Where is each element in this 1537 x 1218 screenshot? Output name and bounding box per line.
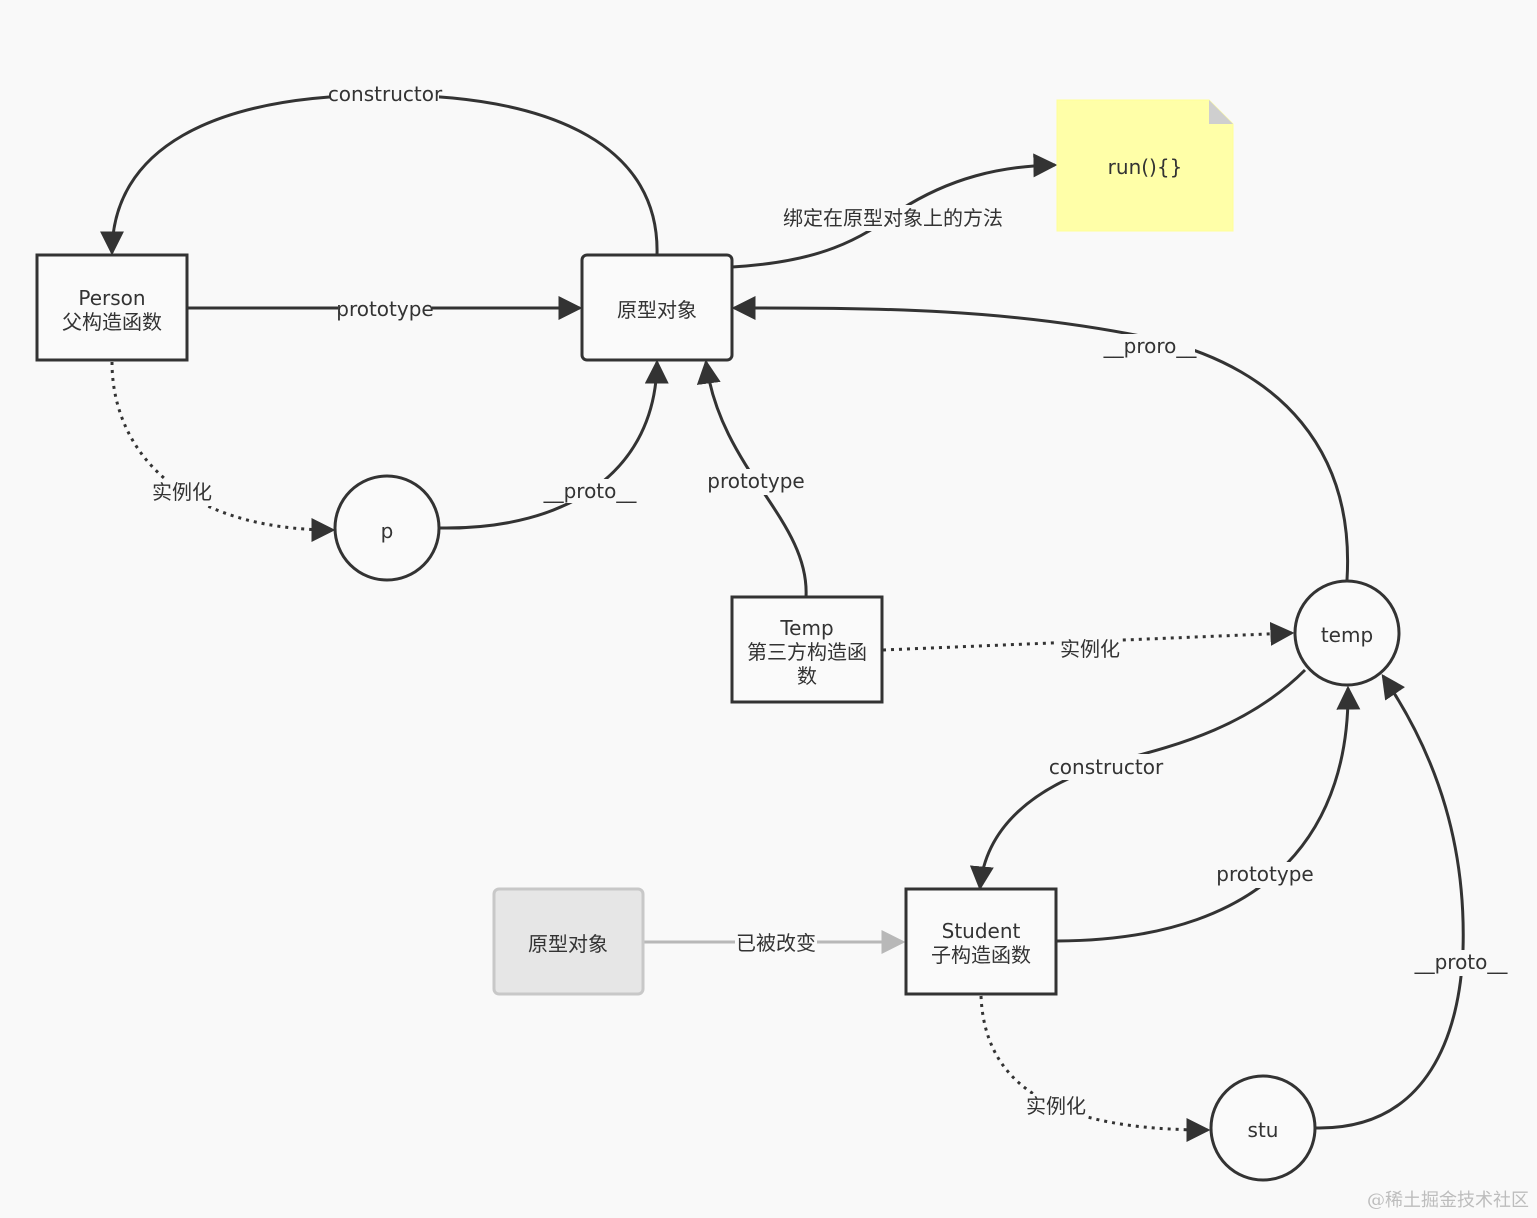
svg-text:__proro__: __proro__ bbox=[1103, 334, 1198, 358]
edge-temp-proro bbox=[731, 296, 1350, 581]
svg-text:p: p bbox=[381, 519, 394, 543]
svg-text:实例化: 实例化 bbox=[1060, 637, 1120, 661]
svg-text:实例化: 实例化 bbox=[152, 480, 212, 504]
svg-text:Temp: Temp bbox=[779, 616, 833, 640]
watermark: @稀土掘金技术社区 bbox=[1367, 1190, 1529, 1211]
svg-text:数: 数 bbox=[797, 664, 817, 688]
svg-text:__proto__: __proto__ bbox=[1414, 950, 1509, 974]
node-p: p bbox=[333, 474, 441, 582]
svg-text:constructor: constructor bbox=[328, 82, 443, 106]
node-person: Person 父构造函数 bbox=[35, 253, 189, 362]
node-student: Student 子构造函数 bbox=[904, 887, 1058, 996]
edge-student-prototype bbox=[1056, 685, 1361, 943]
node-prototype-object: 原型对象 bbox=[580, 253, 734, 362]
edge-student-instantiate bbox=[979, 995, 1211, 1142]
edge-label-person-constructor: constructor bbox=[328, 82, 443, 106]
edge-label-person-prototype: prototype bbox=[336, 297, 434, 321]
node-old-prototype-object: 原型对象 bbox=[492, 887, 645, 996]
edge-label-temp-constructor: constructor bbox=[1049, 754, 1164, 780]
edge-label-changed: 已被改变 bbox=[735, 930, 817, 956]
svg-text:temp: temp bbox=[1321, 623, 1373, 647]
svg-text:第三方构造函: 第三方构造函 bbox=[747, 640, 867, 664]
svg-text:绑定在原型对象上的方法: 绑定在原型对象上的方法 bbox=[783, 206, 1003, 230]
edge-label-student-prototype: prototype bbox=[1216, 862, 1314, 888]
svg-text:prototype: prototype bbox=[707, 469, 804, 493]
svg-text:原型对象: 原型对象 bbox=[528, 932, 608, 956]
edge-label-student-instantiate: 实例化 bbox=[1024, 1094, 1088, 1120]
edge-label-person-instantiate: 实例化 bbox=[150, 480, 214, 506]
node-note-run: run(){} bbox=[1056, 99, 1234, 232]
node-temp: temp bbox=[1293, 579, 1401, 687]
edge-label-temp-instantiate: 实例化 bbox=[1058, 637, 1122, 663]
svg-text:子构造函数: 子构造函数 bbox=[931, 943, 1031, 967]
svg-text:Student: Student bbox=[942, 919, 1021, 943]
svg-text:__proto__: __proto__ bbox=[543, 479, 638, 503]
node-temp-constructor: Temp 第三方构造函 数 bbox=[730, 595, 884, 704]
svg-text:父构造函数: 父构造函数 bbox=[62, 310, 162, 334]
edge-person-constructor bbox=[100, 93, 659, 256]
svg-text:实例化: 实例化 bbox=[1026, 1094, 1086, 1118]
svg-text:constructor: constructor bbox=[1049, 755, 1164, 779]
edge-label-temp-proro: __proro__ bbox=[1103, 334, 1198, 360]
svg-text:原型对象: 原型对象 bbox=[617, 298, 697, 322]
svg-text:stu: stu bbox=[1248, 1118, 1279, 1142]
node-stu: stu bbox=[1209, 1074, 1317, 1182]
svg-text:prototype: prototype bbox=[336, 297, 433, 321]
edge-label-temp-ctor-prototype: prototype bbox=[707, 469, 805, 495]
edge-label-p-proto: __proto__ bbox=[543, 479, 638, 503]
edge-stu-proto bbox=[1315, 674, 1465, 1130]
edge-p-proto bbox=[439, 359, 669, 530]
svg-text:run(){}: run(){} bbox=[1108, 155, 1183, 179]
edge-label-stu-proto: __proto__ bbox=[1414, 950, 1509, 976]
svg-text:Person: Person bbox=[78, 286, 145, 310]
edge-person-instantiate bbox=[110, 361, 336, 542]
edge-label-bind-method: 绑定在原型对象上的方法 bbox=[783, 205, 1003, 231]
svg-text:已被改变: 已被改变 bbox=[736, 931, 816, 955]
svg-text:prototype: prototype bbox=[1216, 862, 1313, 886]
